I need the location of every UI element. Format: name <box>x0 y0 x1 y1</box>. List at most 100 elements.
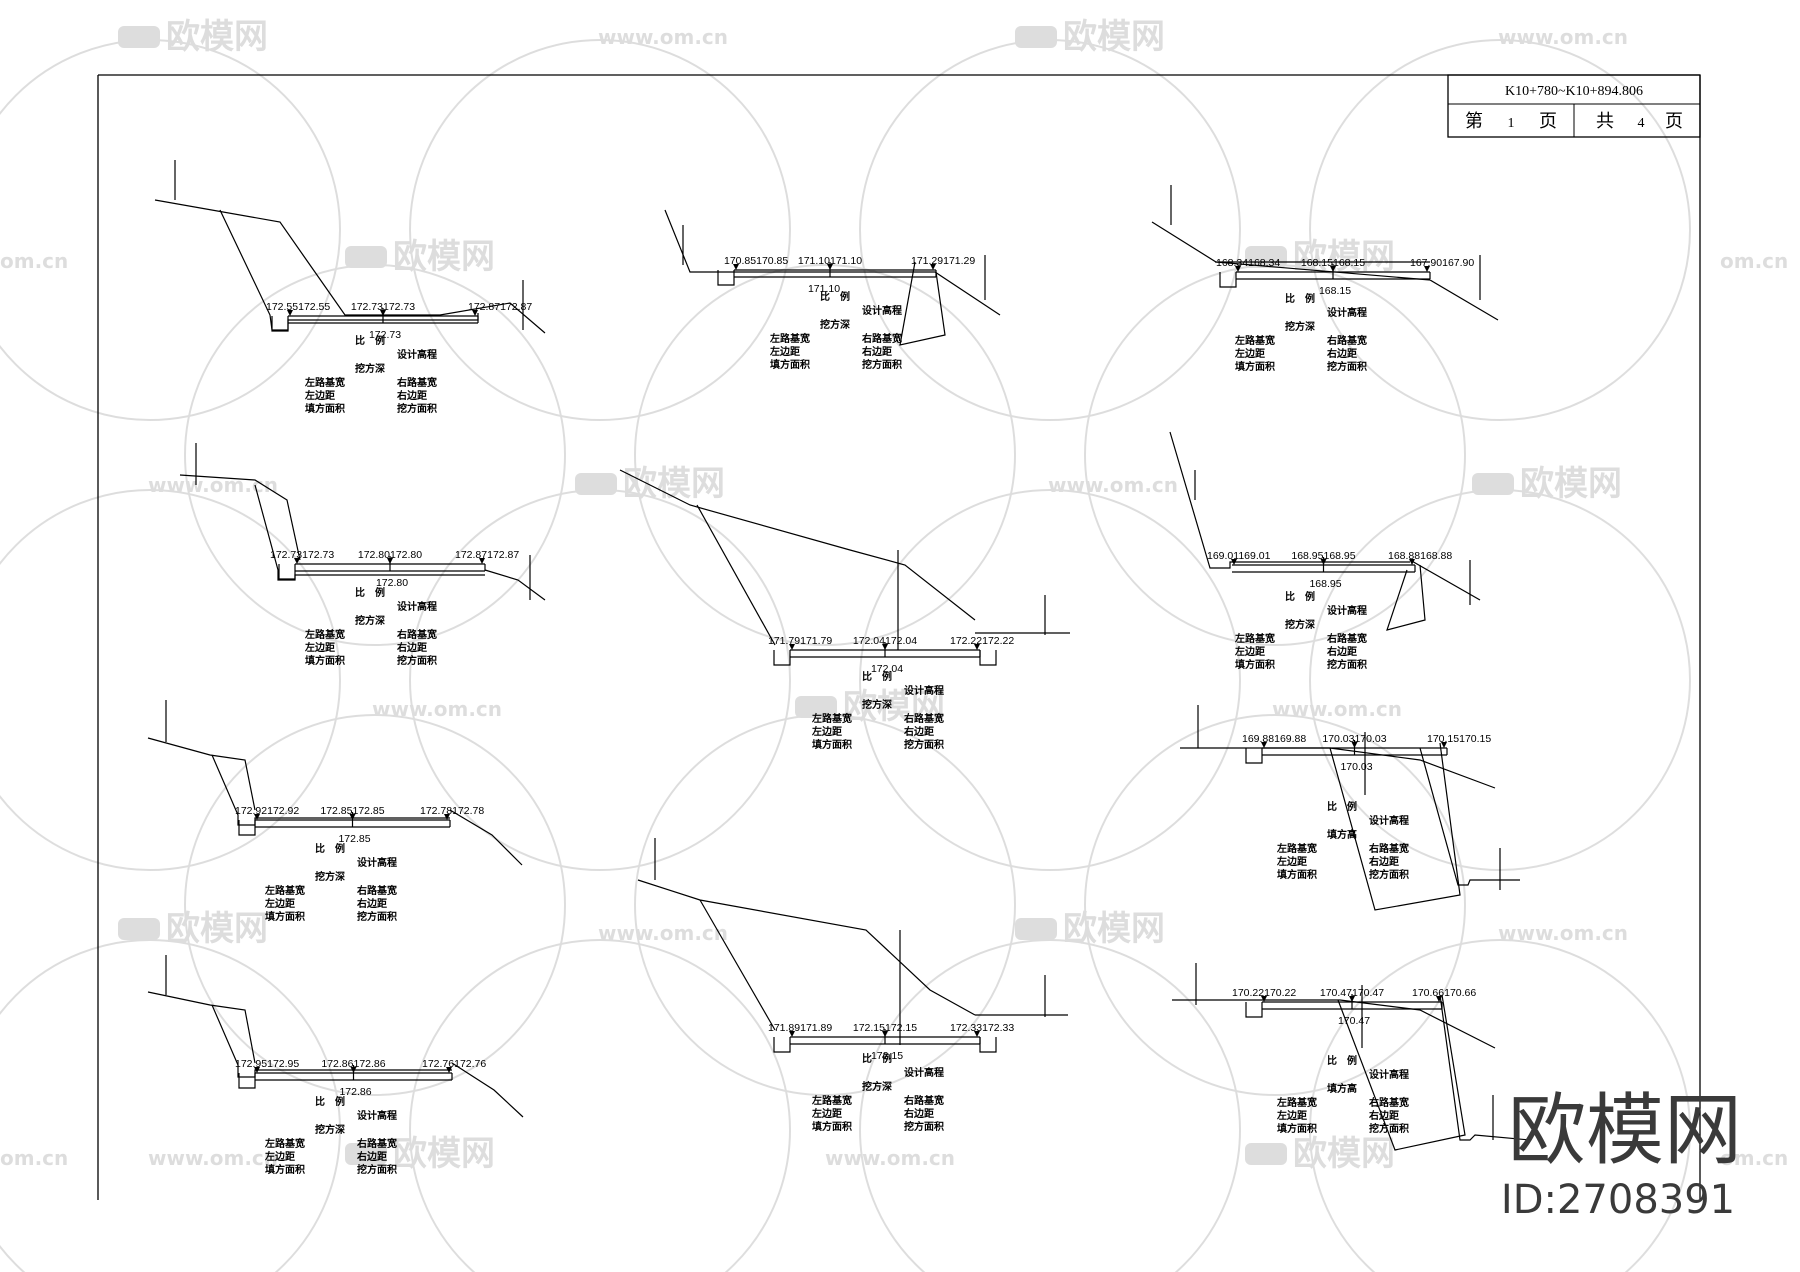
watermark-ring <box>1309 939 1691 1272</box>
elevation-marker <box>882 1031 888 1037</box>
watermark-ring <box>634 264 1016 646</box>
elevation-marker <box>789 644 795 650</box>
right-width-label: 右路基宽 <box>861 332 902 345</box>
watermark-brand: 欧模网 <box>393 1134 495 1174</box>
left-offset-label: 左边距 <box>811 725 842 738</box>
elevation-marker <box>444 814 450 820</box>
cut-depth-label: 挖方深 <box>355 614 385 627</box>
watermark-site: www.om.cn <box>825 1146 955 1170</box>
left-width-label: 左路基宽 <box>769 332 810 345</box>
middle-elevation: 172.80172.80 <box>358 549 422 561</box>
right-elevation: 171.29171.29 <box>911 255 975 267</box>
watermark-brand: 欧模网 <box>1293 1134 1395 1174</box>
cut-depth-label: 挖方深 <box>862 698 892 711</box>
slope-line <box>211 754 450 826</box>
sofa-icon <box>345 1143 387 1165</box>
fill-area-label: 填方面积 <box>1235 658 1275 671</box>
watermark-logo: 欧模网 <box>118 909 268 949</box>
design-elevation-label: 设计高程 <box>904 684 944 697</box>
middle-elevation: 170.03170.03 <box>1322 733 1386 745</box>
middle-elevation: 172.73172.73 <box>351 301 415 313</box>
center-elevation: 172.15 <box>871 1050 903 1062</box>
left-elevation: 169.01169.01 <box>1207 550 1271 562</box>
design-elevation-label: 设计高程 <box>1327 306 1367 319</box>
left-offset-label: 左边距 <box>304 641 335 654</box>
cut-depth-label: 挖方深 <box>315 870 345 883</box>
cut-depth-label: 挖方深 <box>862 1080 892 1093</box>
design-elevation-label: 设计高程 <box>904 1066 944 1079</box>
sofa-icon <box>118 26 160 48</box>
scale-label: 比 例 <box>315 842 345 855</box>
left-offset-label: 左边距 <box>264 1150 295 1163</box>
watermark-ring <box>0 489 341 871</box>
sofa-icon <box>1015 918 1057 940</box>
left-offset-label: 左边距 <box>1234 645 1265 658</box>
watermark-logo: 欧模网 <box>1015 17 1165 57</box>
ground-right <box>1409 559 1481 601</box>
elevation-marker <box>294 558 300 564</box>
scale-label: 比 例 <box>315 1095 345 1108</box>
center-elevation: 168.15 <box>1319 285 1351 297</box>
cut-area-label: 挖方面积 <box>904 738 944 751</box>
design-elevation-label: 设计高程 <box>1369 1068 1409 1081</box>
left-elevation: 172.55172.55 <box>266 301 330 313</box>
scale-label: 比 例 <box>1285 292 1315 305</box>
right-offset-label: 右边距 <box>396 389 427 402</box>
station-range: K10+780~K10+894.806 <box>1505 84 1643 99</box>
center-elevation: 171.10 <box>808 283 840 295</box>
right-width-label: 右路基宽 <box>356 1137 397 1150</box>
watermark-site: www.om.cn <box>598 921 728 945</box>
page-suffix: 页 <box>1539 111 1557 131</box>
elevation-marker <box>349 814 356 820</box>
side-ditch <box>1245 1002 1263 1018</box>
ground-line <box>664 209 1001 316</box>
ground-line <box>154 199 546 334</box>
scale-label: 比 例 <box>1327 800 1357 813</box>
left-elevation: 172.92172.92 <box>235 805 299 817</box>
watermark-brand: 欧模网 <box>1063 909 1165 949</box>
sofa-icon <box>1245 1143 1287 1165</box>
cut-depth-label: 挖方深 <box>1285 320 1315 333</box>
total-suffix: 页 <box>1665 111 1683 131</box>
elevation-marker <box>733 264 739 270</box>
fill-area-label: 填方面积 <box>305 654 345 667</box>
fill-area-label: 填方面积 <box>305 402 345 415</box>
left-elevation: 168.34168.34 <box>1216 257 1280 269</box>
watermark-logo: 欧模网 <box>1472 464 1622 504</box>
right-width-label: 右路基宽 <box>1368 842 1409 855</box>
cut-area-label: 挖方面积 <box>397 402 437 415</box>
cut-depth-label: 挖方深 <box>315 1123 345 1136</box>
center-elevation: 172.73 <box>369 329 401 341</box>
watermark-ring <box>1084 264 1466 646</box>
right-width-label: 右路基宽 <box>396 376 437 389</box>
left-width-label: 左路基宽 <box>1234 632 1275 645</box>
ground-line <box>619 469 976 621</box>
right-width-label: 右路基宽 <box>903 1094 944 1107</box>
watermark-ring <box>1309 489 1691 871</box>
cut-slope <box>696 504 776 646</box>
slope-line <box>211 1004 452 1078</box>
brand-watermark: 欧模网 ID:2708391 <box>1501 1086 1742 1223</box>
scale-label: 比 例 <box>355 334 385 347</box>
elevation-marker <box>472 310 478 316</box>
elevation-marker <box>1261 742 1267 748</box>
ground-line <box>1172 999 1496 1049</box>
total-prefix: 共 <box>1596 111 1614 131</box>
left-offset-label: 左边距 <box>811 1107 842 1120</box>
cut-area-label: 挖方面积 <box>862 358 902 371</box>
center-elevation: 168.95 <box>1309 578 1341 590</box>
side-ditch <box>773 650 791 666</box>
left-offset-label: 左边距 <box>264 897 295 910</box>
cut-area-label: 挖方面积 <box>1327 360 1367 373</box>
left-width-label: 左路基宽 <box>811 1094 852 1107</box>
elevation-marker <box>789 1031 795 1037</box>
left-offset-label: 左边距 <box>1276 1109 1307 1122</box>
elevation-marker <box>350 1067 357 1073</box>
elevation-marker <box>1409 559 1415 565</box>
design-elevation-label: 设计高程 <box>862 304 902 317</box>
elevation-marker <box>287 310 293 316</box>
left-elevation: 171.79171.79 <box>768 635 832 647</box>
cut-area-label: 挖方面积 <box>1369 1122 1409 1135</box>
